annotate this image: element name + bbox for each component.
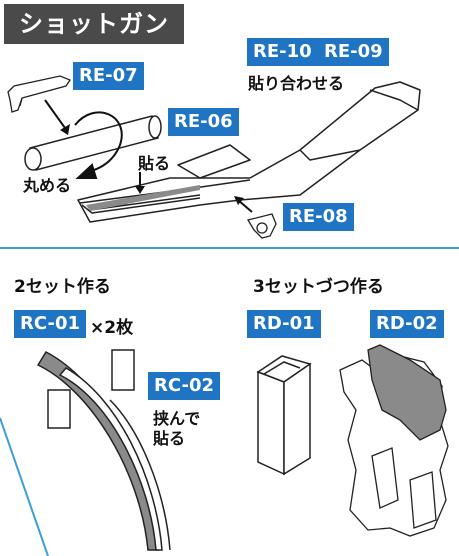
part-tag-re08: RE-08 — [283, 203, 354, 231]
cylinder-part — [24, 115, 162, 171]
part-tag-re10: RE-10 — [247, 38, 318, 66]
rc-curved-parts — [36, 349, 171, 551]
make-3sets-label: 3セットづつ作る — [253, 277, 384, 297]
roll-arrow — [74, 111, 123, 179]
rd02-part — [339, 344, 449, 537]
part-tag-re06: RE-06 — [168, 108, 239, 136]
paste-together-label: 貼り合わせる — [248, 74, 345, 93]
sandwich-paste-label: 貼る — [153, 429, 186, 448]
part-tag-rd01: RD-01 — [247, 310, 321, 338]
small-part-re07 — [7, 75, 71, 113]
part-tag-rc01: RC-01 — [14, 310, 87, 338]
sandwich-label: 挟んで — [153, 409, 201, 428]
decor-line — [0, 417, 49, 556]
gray-strip — [86, 185, 200, 211]
section-divider — [0, 247, 459, 249]
roll-label: 丸める — [23, 176, 72, 195]
small-part-re08 — [246, 213, 277, 239]
times2-label: ×2枚 — [90, 318, 134, 338]
paste-label: 貼る — [138, 154, 171, 173]
rd01-box — [256, 355, 312, 476]
part-tag-rd02: RD-02 — [370, 310, 444, 338]
part-tag-re09: RE-09 — [318, 38, 389, 66]
part-tag-re07: RE-07 — [73, 62, 144, 90]
part-tag-rc02: RC-02 — [148, 372, 221, 400]
page-title: ショットガン — [4, 4, 184, 44]
make-2sets-label: 2セット作る — [14, 277, 111, 297]
